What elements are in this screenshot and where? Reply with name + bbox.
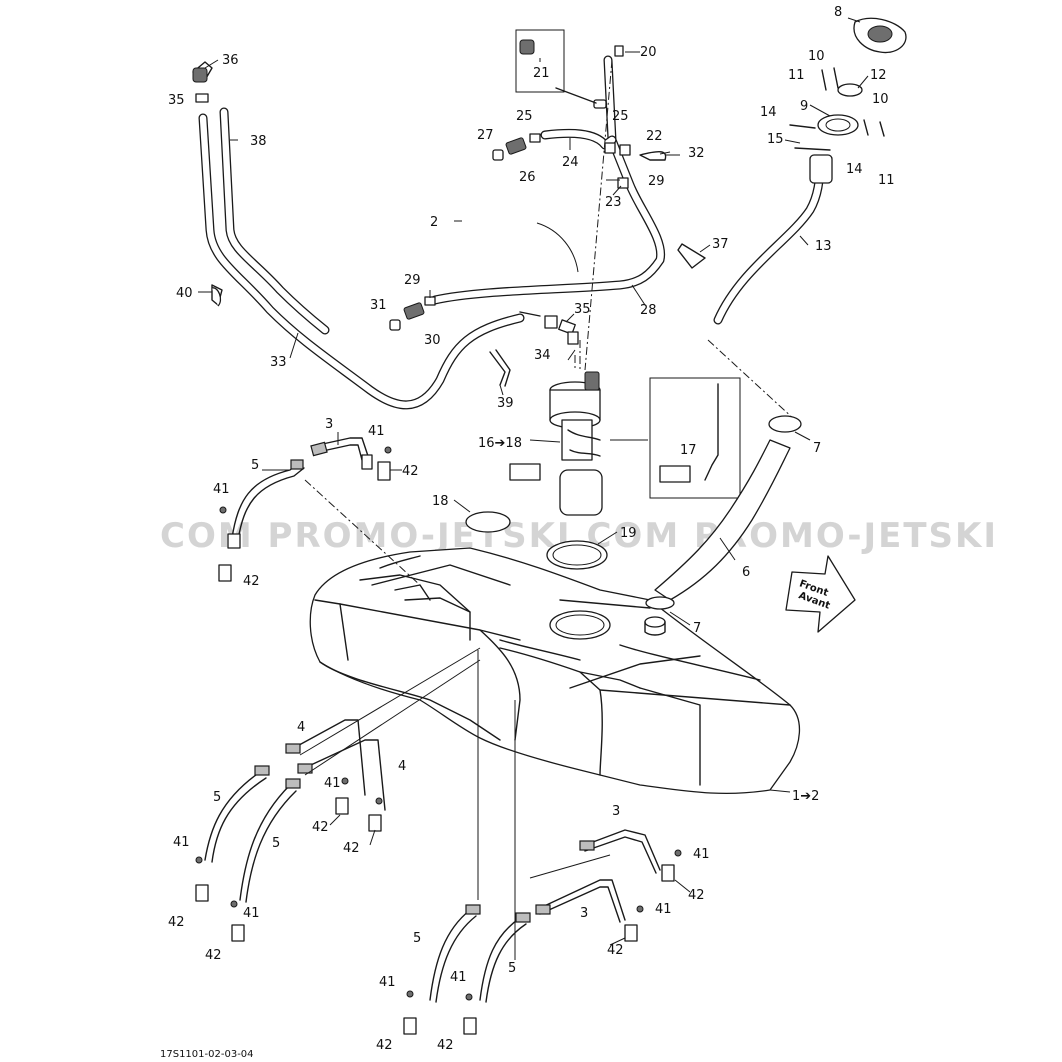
callout-13: 13 [815,239,832,254]
fuel-pump-assembly [465,355,741,570]
callout-7: 7 [693,621,701,636]
callout-36: 36 [222,53,239,68]
vent-hoses [192,61,579,410]
callout-41: 41 [324,776,341,791]
callout-42: 42 [312,820,329,835]
callout-10: 10 [872,92,889,107]
callout-22: 22 [646,129,663,144]
callout-5: 5 [413,931,421,946]
callout-6: 6 [742,565,750,580]
callout-14: 14 [846,162,863,177]
callout-24: 24 [562,155,579,170]
callout-38: 38 [250,134,267,149]
callout-4: 4 [297,720,305,735]
callout-16-18: 16➔18 [478,436,522,451]
callout-35: 35 [168,93,185,108]
callout-41: 41 [379,975,396,990]
filler-hose [645,415,802,610]
callout-25: 25 [612,109,629,124]
callout-21: 21 [533,66,550,81]
callout-18: 18 [432,494,449,509]
callout-42: 42 [607,943,624,958]
strap-group-lower-left [195,647,481,942]
callout-5: 5 [213,790,221,805]
callout-9: 9 [800,99,808,114]
fuel-tank [309,547,801,795]
callout-26: 26 [519,170,536,185]
callout-3: 3 [580,906,588,921]
callout-3: 3 [612,804,620,819]
callout-20: 20 [640,45,657,60]
fuel-lines [389,29,706,371]
callout-39: 39 [497,396,514,411]
callout-32: 32 [688,146,705,161]
callout-7: 7 [813,441,821,456]
callout-23: 23 [605,195,622,210]
callout-labels: 1➔2 2 3 3 3 4 4 5 5 5 5 5 6 7 7 8 9 10 1… [168,5,895,1053]
callout-41: 41 [450,970,467,985]
callout-41: 41 [368,424,385,439]
front-direction-arrow: Front Avant [785,555,856,633]
document-id: 17S1101-02-03-04 [160,1049,254,1060]
callout-40: 40 [176,286,193,301]
strap-group-upper-left [218,437,421,586]
callout-leaders [198,17,869,946]
callout-4: 4 [398,759,406,774]
callout-41: 41 [243,906,260,921]
callout-41: 41 [213,482,230,497]
callout-42: 42 [688,888,705,903]
callout-34: 34 [534,348,551,363]
callout-5: 5 [251,458,259,473]
callout-42: 42 [402,464,419,479]
callout-5: 5 [508,961,516,976]
callout-25: 25 [516,109,533,124]
callout-3: 3 [325,417,333,432]
callout-42: 42 [376,1038,393,1053]
callout-27: 27 [477,128,494,143]
callout-41: 41 [655,902,672,917]
filler-neck [707,17,907,421]
callout-29: 29 [648,174,665,189]
callout-37: 37 [712,237,729,252]
callout-28: 28 [640,303,657,318]
callout-42: 42 [205,948,222,963]
callout-15: 15 [767,132,784,147]
callout-10: 10 [808,49,825,64]
callout-8: 8 [834,5,842,20]
callout-42: 42 [437,1038,454,1053]
callout-31: 31 [370,298,387,313]
callout-17: 17 [680,443,697,458]
callout-2: 2 [430,215,438,230]
callout-42: 42 [168,915,185,930]
callout-11: 11 [788,68,805,83]
callout-12: 12 [870,68,887,83]
callout-33: 33 [270,355,287,370]
callout-35: 35 [574,302,591,317]
callout-29: 29 [404,273,421,288]
callout-30: 30 [424,333,441,348]
callout-42: 42 [343,841,360,856]
callout-1: 1➔2 [792,789,819,804]
callout-41: 41 [693,847,710,862]
strap-group-lower-right [403,650,682,1035]
callout-5: 5 [272,836,280,851]
callout-42: 42 [243,574,260,589]
callout-11: 11 [878,173,895,188]
callout-19: 19 [620,526,637,541]
callout-14: 14 [760,105,777,120]
callout-41: 41 [173,835,190,850]
